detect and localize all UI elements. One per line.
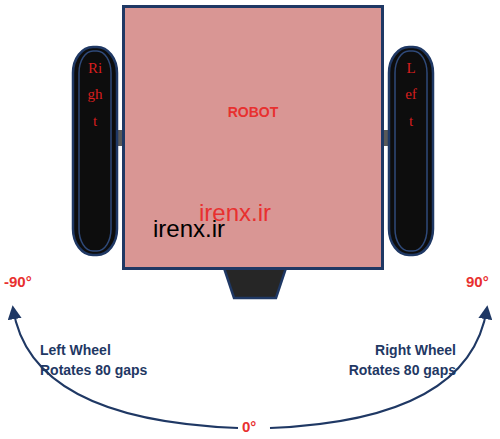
rotation-arrow — [13, 308, 238, 428]
robot-label: ROBOT — [125, 104, 381, 120]
front-caster — [224, 268, 286, 298]
wheel-note: Left Wheel Rotates 80 gaps — [40, 340, 164, 381]
angle-label: -90° — [4, 271, 32, 293]
wheel: Left — [387, 45, 435, 257]
wheel-label: Left — [404, 55, 419, 257]
wheel-note: Right Wheel Rotates 80 gaps — [332, 340, 456, 381]
wheel-label: Right — [88, 55, 103, 257]
watermark: irenx.ir — [199, 196, 271, 231]
angle-label: 90° — [466, 271, 489, 293]
angle-label: 0° — [242, 416, 256, 438]
wheel-shape — [387, 45, 435, 257]
wheel-shape — [71, 45, 119, 257]
rotation-arrow — [270, 308, 487, 428]
wheel: Right — [71, 45, 119, 257]
